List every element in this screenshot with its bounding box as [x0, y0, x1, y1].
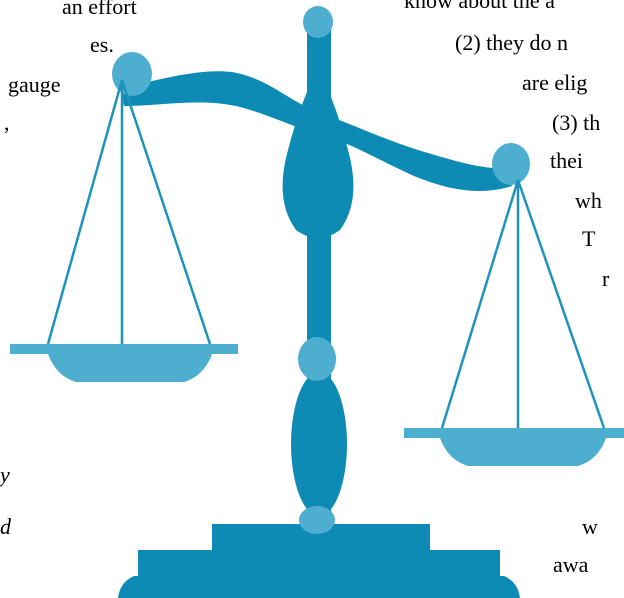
right-text-line-4: (3) th	[552, 110, 601, 135]
right-text-line-9: w	[582, 514, 598, 539]
left-pan-strings	[46, 79, 212, 345]
column-knuckle-lower	[299, 506, 335, 534]
left-text-line-1: an effort	[62, 0, 137, 19]
base-step-middle	[138, 550, 500, 576]
top-finial	[303, 6, 333, 38]
scale-beam	[120, 71, 512, 191]
left-text-line-4: ,	[4, 110, 10, 135]
left-text-line-3: gauge	[8, 72, 61, 97]
column-knuckle-upper	[298, 337, 336, 381]
right-text-line-10: awa	[553, 552, 589, 577]
beam-knob-left	[112, 52, 152, 96]
base-step-bottom	[118, 576, 520, 598]
right-pan-rim	[404, 428, 624, 438]
beam-knob-right	[492, 143, 530, 185]
central-hub	[282, 66, 354, 238]
left-pan-bowl	[48, 354, 212, 382]
right-pan-bowl	[440, 438, 606, 466]
left-pan-rim	[10, 344, 238, 354]
right-text-line-6: wh	[575, 188, 602, 213]
right-text-line-8: r	[602, 266, 610, 291]
right-text-line-1: know about the a	[404, 0, 555, 13]
right-text-line-3: are elig	[522, 70, 588, 95]
right-text-line-2: (2) they do n	[455, 30, 569, 55]
left-text-line-6: d	[0, 514, 11, 539]
left-text-line-5: y	[0, 462, 10, 487]
column-lower-bulb	[291, 372, 347, 516]
right-text-line-5: thei	[550, 148, 583, 173]
right-pan-strings	[440, 179, 606, 429]
right-text-line-7: T	[582, 226, 596, 251]
left-text-line-2: es.	[90, 32, 114, 57]
